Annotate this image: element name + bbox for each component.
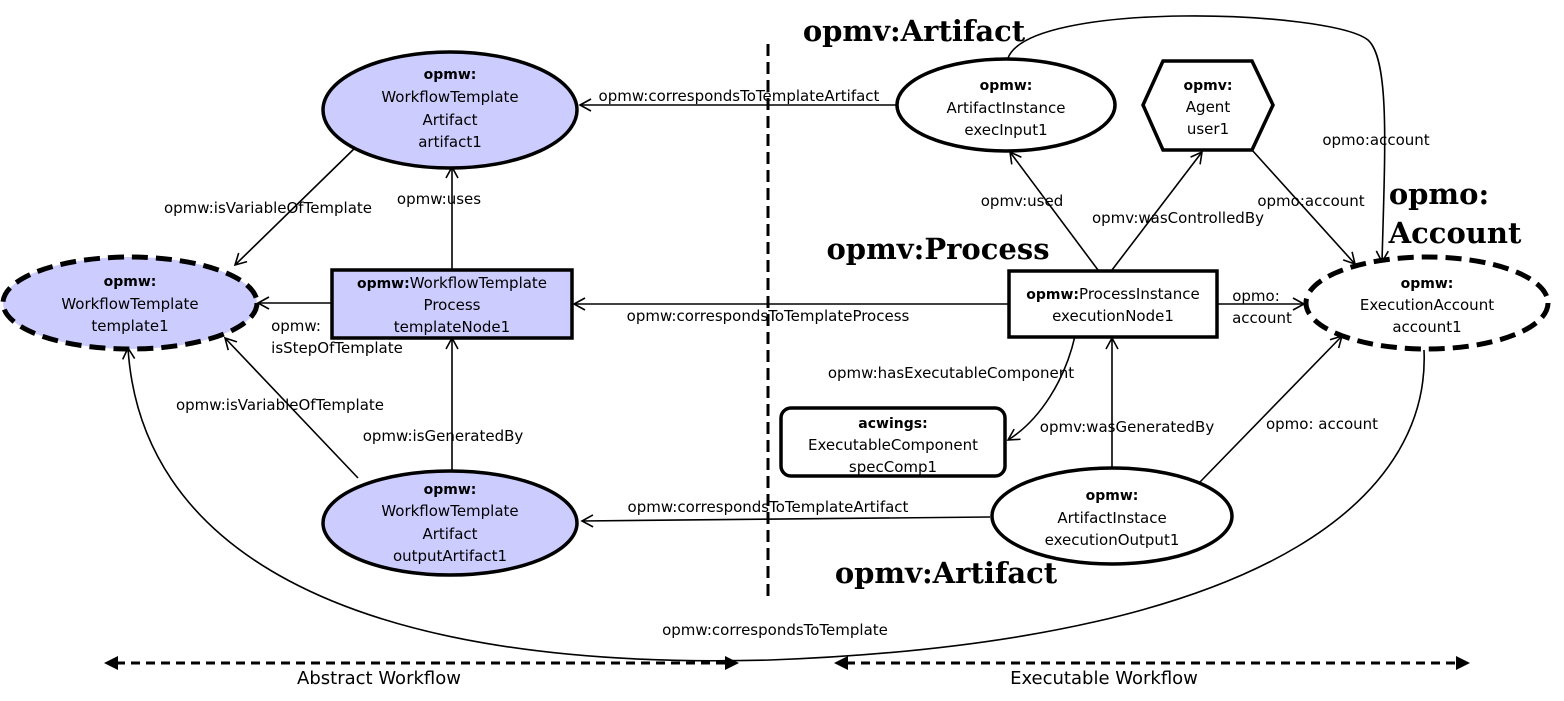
node-prefix: opmw:	[104, 274, 157, 290]
edge-label: opmo:account	[1257, 192, 1364, 210]
edge-account-input	[1007, 15, 1389, 264]
node-template: opmw: WorkflowTemplate template1	[0, 254, 260, 352]
node-line: ProcessInstance	[1079, 285, 1200, 303]
node-line: executionOutput1	[1045, 531, 1180, 549]
arrow-head-left	[834, 656, 848, 670]
class-label-account: Account	[1388, 216, 1522, 250]
node-prefix: opmw:	[980, 78, 1033, 94]
svg-text:opmw:WorkflowTemplate: opmw:WorkflowTemplate	[357, 274, 547, 292]
node-prefix: opmw:	[424, 482, 477, 498]
edge-corresponds-template	[121, 346, 1425, 662]
node-line: ArtifactInstace	[1057, 509, 1166, 527]
node-exec-output: opmw: ArtifactInstace executionOutput1	[990, 466, 1234, 566]
node-exec-component: acwings: ExecutableComponent specComp1	[779, 406, 1007, 478]
node-line: ExecutionAccount	[1360, 296, 1494, 314]
class-label-artifact-top: opmv:Artifact	[803, 14, 1026, 48]
edge-labels: opmw:correspondsToTemplateArtifact opmw:…	[164, 87, 1430, 639]
node-line: outputArtifact1	[393, 547, 507, 565]
node-account: opmw: ExecutionAccount account1	[1303, 254, 1551, 352]
class-label-process: opmv:Process	[826, 232, 1049, 266]
section-label-executable: Executable Workflow	[1010, 668, 1198, 689]
edge-account-agent	[1251, 149, 1357, 266]
edge-label: opmv:used	[981, 192, 1064, 210]
node-line: Artifact	[422, 525, 477, 543]
arrow-head-right	[725, 656, 739, 670]
svg-text:opmw:ProcessInstance: opmw:ProcessInstance	[1026, 285, 1199, 303]
node-line: user1	[1187, 120, 1229, 138]
edge-label: opmw:isVariableOfTemplate	[164, 199, 372, 217]
node-prefix: opmw:	[1026, 287, 1079, 303]
node-line: WorkflowTemplate	[61, 295, 198, 313]
section-arrows: Abstract Workflow Executable Workflow	[104, 656, 1470, 689]
edge-is-variable-bottom	[223, 336, 359, 479]
node-line: account1	[1392, 318, 1461, 336]
node-line: ExecutableComponent	[808, 436, 978, 454]
node-process-instance: opmw:ProcessInstance executionNode1	[1007, 269, 1219, 339]
node-line: ArtifactInstance	[947, 99, 1066, 117]
class-labels: opmv:Artifact opmv:Process opmo: Account…	[803, 14, 1522, 590]
edge-label: opmw:correspondsToTemplateProcess	[627, 307, 910, 325]
edge-was-controlled-by	[1111, 150, 1204, 271]
node-line: template1	[91, 317, 168, 335]
node-prefix: acwings:	[858, 416, 927, 432]
edge-is-variable-top	[233, 144, 359, 267]
arrow-head-right	[1456, 656, 1470, 670]
node-template-process: opmw:WorkflowTemplate Process templateNo…	[330, 268, 574, 340]
node-line: Artifact	[422, 111, 477, 129]
node-prefix: opmw:	[357, 276, 410, 292]
node-line: WorkflowTemplate	[381, 88, 518, 106]
edge-used	[1009, 150, 1099, 271]
node-line: Agent	[1186, 98, 1231, 116]
node-line: Process	[424, 296, 481, 314]
node-exec-input: opmw: ArtifactInstance execInput1	[895, 57, 1117, 153]
node-line: specComp1	[849, 458, 937, 476]
edge-label: opmo: account	[1266, 415, 1378, 433]
edge-label: opmw:uses	[397, 190, 481, 208]
edge-label: opmv:wasGeneratedBy	[1040, 418, 1215, 436]
edge-label: opmw:isVariableOfTemplate	[176, 396, 384, 414]
edge-label: opmw:	[271, 317, 321, 335]
edge-label: opmw:hasExecutableComponent	[828, 364, 1074, 382]
class-label-account: opmo:	[1389, 177, 1489, 211]
node-line: WorkflowTemplate	[381, 502, 518, 520]
node-prefix: opmv:	[1184, 78, 1233, 94]
edge-label: opmw:correspondsToTemplateArtifact	[599, 87, 880, 105]
node-template-output: opmw: WorkflowTemplate Artifact outputAr…	[321, 469, 579, 577]
edge-label: opmw:correspondsToTemplate	[662, 621, 888, 639]
edge-label: opmw:isGeneratedBy	[363, 427, 524, 445]
edge-label: opmv:wasControlledBy	[1092, 209, 1264, 227]
edge-label: opmo:	[1232, 287, 1280, 305]
edge-label: account	[1232, 309, 1292, 327]
node-agent: opmv: Agent user1	[1141, 59, 1275, 152]
node-prefix: opmw:	[424, 67, 477, 83]
edge-corresponds-artifact-bottom	[580, 514, 991, 528]
edge-label: isStepOfTemplate	[271, 339, 403, 357]
node-prefix: opmw:	[1401, 276, 1454, 292]
node-prefix: opmw:	[1086, 488, 1139, 504]
arrow-head-left	[104, 656, 118, 670]
node-line: artifact1	[418, 133, 482, 151]
class-label-artifact-bottom: opmv:Artifact	[835, 556, 1058, 590]
edges	[121, 15, 1425, 662]
node-line: executionNode1	[1052, 307, 1174, 325]
edge-label: opmw:correspondsToTemplateArtifact	[628, 498, 909, 516]
edge-has-executable-component	[1006, 335, 1076, 441]
section-label-abstract: Abstract Workflow	[297, 668, 461, 689]
edge-account-output	[1199, 334, 1344, 483]
edge-label: opmo:account	[1322, 131, 1429, 149]
node-template-artifact: opmw: WorkflowTemplate Artifact artifact…	[321, 50, 579, 170]
node-line: WorkflowTemplate	[410, 274, 547, 292]
node-line: templateNode1	[394, 318, 510, 336]
node-line: execInput1	[964, 121, 1047, 139]
